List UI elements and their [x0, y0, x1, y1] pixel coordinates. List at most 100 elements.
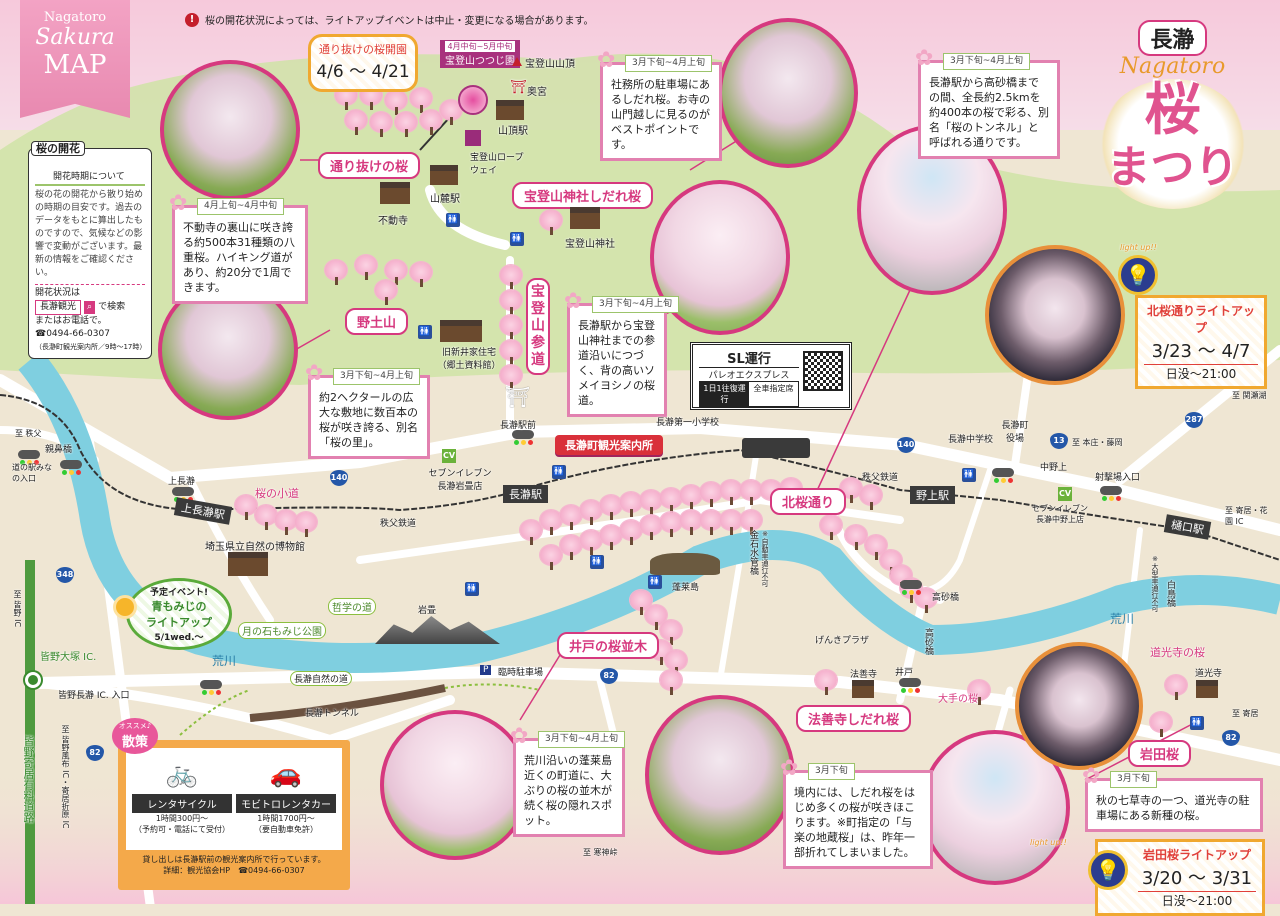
sl-badge-reserved: 全車指定席	[753, 384, 794, 393]
cherry-tree-icon	[740, 510, 762, 535]
spot-ido[interactable]: 井戸の桜並木	[557, 632, 660, 659]
spot-ote[interactable]: 大手の桜	[938, 694, 978, 705]
cherry-tree-icon	[500, 290, 522, 315]
stroll-badge: オススメ♪ 散策	[112, 718, 158, 754]
spot-kitazakura[interactable]: 北桜通り	[770, 488, 847, 515]
temple-icon	[380, 182, 410, 204]
search-keyword[interactable]: 長瀞観光	[35, 300, 82, 315]
lightup-badge: light up!!	[1120, 243, 1157, 252]
desc-iwata: ✿3月下旬秋の七草寺の一つ、道光寺の駐車場にある新種の桜。	[1082, 766, 1263, 832]
event-date: 5/1wed.～	[154, 633, 204, 643]
label-to-minano-ic: 至 皆野 IC	[13, 590, 22, 628]
spot-komichi[interactable]: 桜の小道	[255, 487, 299, 500]
bloom-period: 3月下旬~4月上旬	[943, 53, 1030, 70]
label-fudouji: 不動寺	[378, 216, 408, 227]
label-minano-otsuka-ic: 皆野大塚 IC.	[40, 652, 97, 663]
rental-cycle-note: （予約可・電話にて受付）	[134, 825, 230, 834]
label-to-honjo: 至 本庄・藤岡	[1072, 438, 1123, 447]
route-82-shield: 82	[600, 668, 618, 684]
azalea-icon	[458, 85, 488, 115]
route-13-shield: 13	[1050, 433, 1068, 449]
warning-notice: ! 桜の開花状況によっては、ライトアップイベントは中止・変更になる場合があります…	[185, 12, 594, 27]
rental-car-note: （要自動車免許）	[254, 825, 318, 834]
rental-cycle-label: レンタサイクル	[132, 794, 232, 813]
spot-hodosan-shidare[interactable]: 宝登山神社しだれ桜	[512, 182, 654, 209]
restroom-icon: 🚻	[446, 213, 460, 227]
cherry-tree-icon	[845, 525, 867, 550]
label-shiratori-bridge: 白鳥橋	[1165, 580, 1175, 607]
tunnel	[249, 684, 446, 722]
label-to-sekisei: 至 関瀬湖	[1232, 391, 1267, 400]
label-oyahana-bridge: 親鼻橋	[45, 445, 73, 455]
desc-text: 荒川沿いの蓬莱島近くの町道に、大ぶりの桜の並木が続く桜の隠れスポット。	[524, 754, 612, 827]
cherry-tree-icon	[700, 510, 722, 535]
spot-doukouji[interactable]: 道光寺の桜	[1150, 646, 1205, 659]
cherry-tree-icon	[235, 495, 257, 520]
cherry-tree-icon	[540, 545, 562, 570]
phone-note: （長瀞町観光案内所／9時～17時）	[35, 343, 147, 351]
bloom-period: 3月下旬~4月上旬	[333, 368, 420, 385]
sl-info-box: SL運行 パレオエクスプレス 1日1往復運行 全車指定席	[690, 342, 852, 410]
station-nogami[interactable]: 野上駅	[910, 486, 955, 504]
ropeway-icon	[465, 130, 481, 146]
cherry-tree-icon	[500, 340, 522, 365]
search-icon[interactable]: ⌕	[84, 301, 96, 314]
label-temp-parking: 臨時駐車場	[498, 668, 544, 678]
cherry-tree-icon	[1150, 712, 1172, 737]
cherry-tree-icon	[600, 495, 622, 520]
cherry-tree-icon	[700, 482, 722, 507]
spot-iwata[interactable]: 岩田桜	[1128, 740, 1192, 767]
cherry-tree-icon	[640, 490, 662, 515]
station-sancho[interactable]: 山頂駅	[498, 126, 528, 137]
sakura-flower-icon: ✿	[915, 46, 934, 71]
torii-icon: ⛩	[510, 80, 527, 95]
qr-code[interactable]	[803, 351, 843, 391]
desc-ido: ✿3月下旬~4月上旬荒川沿いの蓬莱島近くの町道に、大ぶりの桜の並木が続く桜の隠れ…	[510, 726, 625, 837]
tourist-info-center[interactable]: 長瀞町観光案内所	[555, 435, 663, 455]
cherry-tree-icon	[580, 500, 602, 525]
info-body: 桜の花の開花から散り始めの時期の目安です。過去のデータをもとに算出したものですの…	[35, 190, 144, 278]
spot-nozuchiyama[interactable]: 野土山	[345, 308, 409, 335]
search-suffix: で検索	[98, 302, 126, 312]
lightup-hours: 日没～21:00	[1161, 894, 1233, 908]
label-ekimae: 長瀞駅前	[500, 421, 537, 431]
main-title: 長瀞 Nagatoro 桜 まつり	[1085, 20, 1260, 209]
parking-icon: P	[480, 665, 492, 675]
horaijima-island-icon	[650, 553, 720, 575]
cherry-tree-icon	[640, 515, 662, 540]
lightup-dates: 3/20 ～ 3/31	[1138, 863, 1256, 892]
label-doukouji: 道光寺	[1195, 669, 1223, 679]
label-horaijima: 蓬莱島	[672, 583, 700, 593]
cherry-tree-icon	[815, 670, 837, 695]
rental-car[interactable]: 🚗 モビトロレンタカー 1時間1700円～ （要自動車免許）	[236, 754, 336, 844]
cherry-tree-icon	[840, 478, 862, 503]
cherry-tree-icon	[385, 90, 407, 115]
rental-cycle[interactable]: 🚲 レンタサイクル 1時間300円～ （予約可・電話にて受付）	[132, 754, 232, 844]
banner-line1: Nagatoro	[43, 10, 107, 25]
label-to-yorii: 至 寄居	[1232, 709, 1259, 718]
label-arakawa: 荒川	[212, 654, 237, 668]
cherry-tree-icon	[275, 510, 297, 535]
traffic-signal-icon	[60, 460, 82, 475]
stroll-footer1: 貸し出しは長瀞駅前の観光案内所で行っています。	[142, 855, 326, 864]
cherry-tree-icon	[500, 265, 522, 290]
phone-number[interactable]: ☎0494-66-0307	[35, 329, 110, 339]
station-building-icon	[496, 100, 524, 120]
cherry-tree-icon	[600, 525, 622, 550]
stroll-badge-text: 散策	[121, 735, 148, 750]
spot-hozenji[interactable]: 法善寺しだれ桜	[796, 705, 912, 732]
label-tetsugaku: 哲学の道	[328, 598, 376, 615]
cherry-tree-icon	[540, 210, 562, 235]
lightup-title: 岩田桜ライトアップ	[1142, 848, 1251, 862]
cherry-tree-icon	[720, 480, 742, 505]
sakura-flower-icon: ✿	[564, 289, 583, 314]
photo-ido	[380, 710, 530, 860]
label-seven-iwadatami: セブンイレブン長瀞岩畳店	[428, 469, 492, 492]
spot-toorinuke[interactable]: 通り抜けの桜	[318, 152, 421, 179]
sl-badge-round-trip: 1日1往復運行	[700, 382, 749, 406]
station-sanroku[interactable]: 山麓駅	[430, 194, 460, 205]
station-nagatoro[interactable]: 長瀞駅	[503, 485, 548, 503]
traffic-signal-icon	[512, 430, 534, 445]
cherry-tree-icon	[740, 480, 762, 505]
spot-sando[interactable]: 宝登山参道	[526, 278, 550, 375]
